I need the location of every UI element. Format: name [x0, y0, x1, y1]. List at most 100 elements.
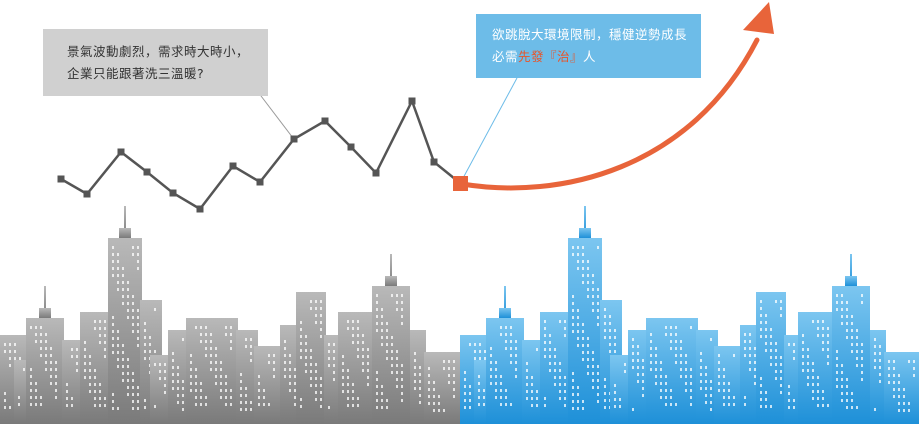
building-window: [137, 337, 139, 340]
building-window: [680, 368, 682, 371]
building-window: [144, 329, 146, 332]
building-window: [665, 333, 667, 336]
building-window: [893, 374, 895, 377]
building-window: [320, 391, 322, 394]
building-window: [14, 343, 16, 346]
building-window: [104, 404, 106, 407]
building-window: [723, 375, 725, 378]
building-window: [4, 406, 6, 409]
building-window: [225, 375, 227, 378]
trend-point: [347, 143, 355, 151]
building-window: [30, 403, 32, 406]
building-window: [775, 370, 777, 373]
building-window: [357, 348, 359, 351]
building-window: [149, 350, 151, 353]
building-window: [391, 350, 393, 353]
building-window: [582, 253, 584, 256]
building-window: [294, 396, 296, 399]
trend-point: [143, 168, 151, 176]
building-window: [495, 382, 497, 385]
building-window: [200, 396, 202, 399]
building-window: [333, 364, 335, 367]
building-window: [315, 377, 317, 380]
building-window: [205, 396, 207, 399]
building-window: [464, 371, 466, 374]
building-window: [391, 343, 393, 346]
building-window: [159, 370, 161, 373]
building-window: [793, 350, 795, 353]
building-window: [582, 400, 584, 403]
building-window: [99, 383, 101, 386]
building-window: [788, 406, 790, 409]
building-window: [144, 357, 146, 360]
building-window: [84, 369, 86, 372]
building-window: [127, 316, 129, 319]
building-window: [94, 327, 96, 330]
building-window: [122, 351, 124, 354]
building-window: [443, 360, 445, 363]
building-window: [154, 363, 156, 366]
building-window: [874, 408, 876, 411]
building-window: [614, 336, 616, 339]
building-window: [718, 361, 720, 364]
building-window: [898, 374, 900, 377]
building-window: [650, 361, 652, 364]
building-window: [137, 330, 139, 333]
building-window: [464, 385, 466, 388]
building-window: [807, 383, 809, 386]
building-window: [604, 322, 606, 325]
building-window: [99, 320, 101, 323]
building-window: [861, 294, 863, 297]
building-window: [401, 378, 403, 381]
building-window: [137, 407, 139, 410]
building-window: [190, 382, 192, 385]
building-window: [515, 375, 517, 378]
building-window: [888, 360, 890, 363]
building-window: [182, 408, 184, 411]
building-window: [391, 294, 393, 297]
building-window: [396, 301, 398, 304]
building-window: [903, 388, 905, 391]
building-window: [132, 309, 134, 312]
building-window: [342, 369, 344, 372]
building-window: [381, 308, 383, 311]
building-window: [50, 368, 52, 371]
building-window: [215, 347, 217, 350]
building-window: [367, 362, 369, 365]
building-window: [386, 357, 388, 360]
building-window: [851, 322, 853, 325]
building-window: [770, 328, 772, 331]
building-window: [30, 382, 32, 385]
building-window: [685, 354, 687, 357]
building-window: [144, 343, 146, 346]
building-window: [347, 404, 349, 407]
building-window: [660, 396, 662, 399]
building-window: [505, 340, 507, 343]
building-window: [294, 389, 296, 392]
building-window: [856, 329, 858, 332]
growth-start-marker: [453, 176, 468, 191]
building-window: [765, 391, 767, 394]
building-window: [680, 340, 682, 343]
building-window: [164, 377, 166, 380]
building-window: [760, 398, 762, 401]
building-window: [45, 361, 47, 364]
building-window: [428, 395, 430, 398]
building-window: [376, 329, 378, 332]
building-window: [122, 379, 124, 382]
building-window: [812, 369, 814, 372]
building-window: [137, 253, 139, 256]
building-window: [544, 355, 546, 358]
building-window: [137, 393, 139, 396]
building-window: [112, 407, 114, 410]
building-window: [464, 392, 466, 395]
building-window: [874, 338, 876, 341]
building-window: [225, 382, 227, 385]
building-window: [710, 408, 712, 411]
building-window: [554, 383, 556, 386]
building-window: [822, 348, 824, 351]
building-window: [893, 395, 895, 398]
building-window: [582, 267, 584, 270]
building-window: [572, 400, 574, 403]
building-window: [76, 369, 78, 372]
